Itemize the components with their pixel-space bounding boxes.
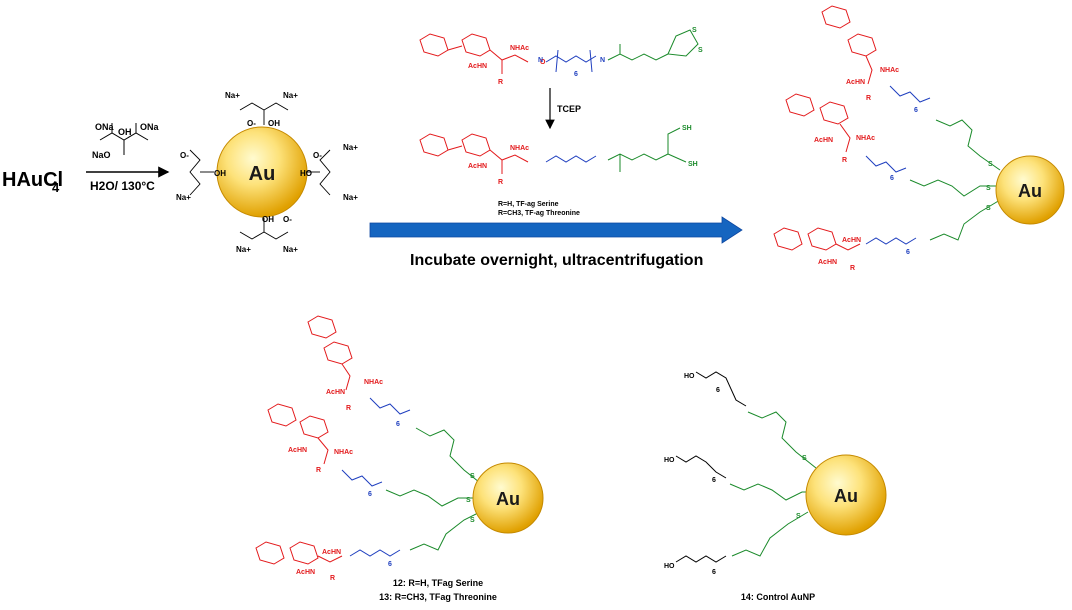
oh-citrate-4: OH: [262, 215, 274, 224]
step1-conditions: H2O/ 130°C: [90, 179, 155, 193]
s-ctrl-3: S: [796, 513, 801, 520]
o-minus-4: O-: [283, 215, 292, 224]
r-definition-threonine: R=CH3, TF-ag Threonine: [498, 210, 580, 217]
nhac-3: NHAc: [880, 67, 899, 74]
citrate-structure: [99, 123, 149, 155]
haucl4-reagent: HAuCl 4: [2, 169, 63, 195]
nhac-4: NHAc: [856, 135, 875, 142]
citrate-nao: NaO: [92, 150, 111, 160]
ho-citrate-3: HO: [300, 169, 312, 178]
r-7: R: [316, 467, 321, 474]
six-6: 6: [368, 491, 372, 498]
r-3: R: [866, 95, 871, 102]
s-dithiolane-1: S: [692, 27, 697, 34]
r-1: R: [498, 79, 503, 86]
achn-3: AcHN: [846, 79, 865, 86]
achn-5: AcHN: [842, 237, 861, 244]
au-label-control: Au: [834, 486, 858, 506]
achn-8: AcHN: [288, 447, 307, 454]
sh-2: SH: [688, 161, 698, 168]
au-label-citrate: Au: [249, 163, 276, 185]
au-label-top-right: Au: [1018, 181, 1042, 201]
na-plus-7: Na+: [283, 245, 298, 254]
citrate-capped-aunp: Au Na+ Na+ Na+ Na+ Na+ Na+ Na+ O- O- O- …: [176, 91, 358, 254]
na-plus-1: Na+: [225, 91, 240, 100]
achn-10: AcHN: [296, 569, 315, 576]
nhac-6: NHAc: [334, 449, 353, 456]
haucl4-subscript: 4: [52, 180, 60, 195]
r-6: R: [346, 405, 351, 412]
s-top-3: S: [986, 205, 991, 212]
s-top-2: S: [986, 185, 991, 192]
six-7: 6: [388, 561, 392, 568]
achn-1: AcHN: [468, 63, 487, 70]
product-14-label: 14: Control AuNP: [741, 592, 815, 602]
incubation-label: Incubate overnight, ultracentrifugation: [410, 252, 703, 269]
six-5: 6: [396, 421, 400, 428]
s-bl-2: S: [466, 497, 471, 504]
s-ctrl-1: S: [802, 455, 807, 462]
na-plus-3: Na+: [343, 143, 358, 152]
na-plus-4: Na+: [343, 193, 358, 202]
achn-6: AcHN: [818, 259, 837, 266]
six-3: 6: [890, 175, 894, 182]
ligand-disulfide: NHAc AcHN R O N 6 N S S: [419, 27, 703, 86]
r-definition-serine: R=H, TF-ag Serine: [498, 201, 559, 208]
r-8: R: [330, 575, 335, 582]
r-2: R: [498, 179, 503, 186]
control-aunp: HO HO HO 6 6 6 S S S Au: [664, 371, 887, 576]
nh-2: N: [600, 57, 605, 64]
glycan-aunp-bottom: NHAc AcHN R NHAc AcHN R AcHN AcHN R 6 6 …: [255, 315, 544, 582]
glycan-aunp-top: NHAc AcHN R NHAc AcHN R AcHN AcHN R 6 6 …: [773, 5, 1065, 272]
six-ctrl-3: 6: [712, 569, 716, 576]
ho-ctrl-3: HO: [664, 563, 675, 570]
nhac-2: NHAc: [510, 145, 529, 152]
sh-1: SH: [682, 125, 692, 132]
citrate-ona-left: ONa: [95, 122, 115, 132]
six-1: 6: [574, 71, 578, 78]
r-4: R: [842, 157, 847, 164]
o-1: O: [540, 59, 546, 66]
s-top-1: S: [988, 161, 993, 168]
achn-7: AcHN: [326, 389, 345, 396]
product-13-label: 13: R=CH3, TFag Threonine: [379, 592, 497, 602]
ho-ctrl-2: HO: [664, 457, 675, 464]
achn-2: AcHN: [468, 163, 487, 170]
s-dithiolane-2: S: [698, 47, 703, 54]
six-ctrl-2: 6: [712, 477, 716, 484]
incubation-arrow: [369, 216, 743, 244]
oh-citrate-2: OH: [214, 169, 226, 178]
citrate-ona-right: ONa: [140, 122, 160, 132]
product-12-label: 12: R=H, TFag Serine: [393, 578, 483, 588]
o-minus-2: O-: [180, 151, 189, 160]
ho-ctrl-1: HO: [684, 373, 695, 380]
achn-9: AcHN: [322, 549, 341, 556]
tcep-label: TCEP: [557, 104, 581, 114]
na-plus-6: Na+: [236, 245, 251, 254]
haucl4-text: HAuCl: [2, 169, 63, 191]
s-bl-1: S: [470, 473, 475, 480]
six-2: 6: [914, 107, 918, 114]
nhac-5: NHAc: [364, 379, 383, 386]
ligand-dithiol: NHAc AcHN R SH SH: [419, 125, 698, 186]
r-5: R: [850, 265, 855, 272]
achn-4: AcHN: [814, 137, 833, 144]
au-label-bottom-left: Au: [496, 489, 520, 509]
o-minus-1: O-: [247, 119, 256, 128]
oh-citrate-1: OH: [268, 119, 280, 128]
na-plus-5: Na+: [176, 193, 191, 202]
citrate-oh: OH: [118, 127, 132, 137]
nh-1: N: [538, 57, 543, 64]
nhac-1: NHAc: [510, 45, 529, 52]
na-plus-2: Na+: [283, 91, 298, 100]
six-ctrl-1: 6: [716, 387, 720, 394]
o-minus-3: O-: [313, 151, 322, 160]
six-4: 6: [906, 249, 910, 256]
s-bl-3: S: [470, 517, 475, 524]
